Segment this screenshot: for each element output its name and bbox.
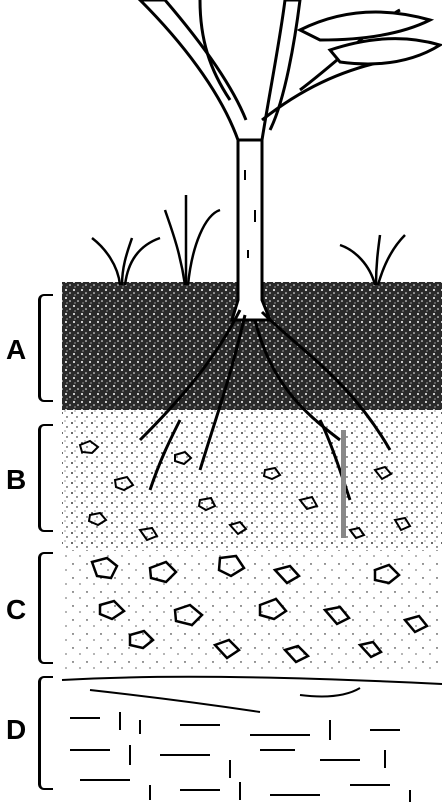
layer-label-b: B	[6, 466, 26, 494]
layer-label-a: A	[6, 336, 26, 364]
bracket-b	[38, 424, 53, 532]
bracket-a	[38, 294, 53, 402]
bracket-d	[38, 676, 53, 790]
stake-icon	[341, 430, 346, 538]
layer-label-d: D	[6, 716, 26, 744]
horizon-c	[62, 550, 442, 670]
layer-label-c: C	[6, 596, 26, 624]
bracket-c	[38, 552, 53, 664]
